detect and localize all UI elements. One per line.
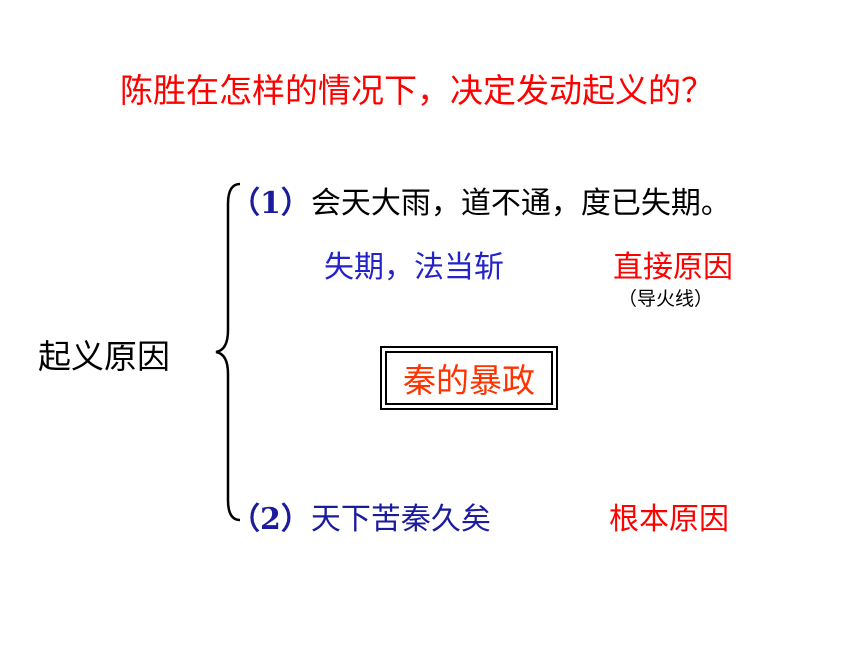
direct-cause-label: 直接原因: [613, 250, 733, 285]
curly-brace: [215, 182, 241, 522]
sub-phrase-1: 失期，法当斩: [324, 250, 504, 285]
boxed-text-frame: 秦的暴政: [380, 346, 558, 410]
cause-item-2: （2）天下苦秦久矣: [230, 494, 491, 538]
item-number-1: （1）: [230, 186, 311, 221]
root-cause-label: 根本原因: [609, 502, 729, 537]
item-number-2: （2）: [230, 502, 311, 537]
item-text-1: 会天大雨，道不通，度已失期。: [310, 186, 731, 221]
boxed-text-inner-frame: 秦的暴政: [385, 351, 553, 405]
fuse-note: （导火线）: [618, 288, 714, 310]
question-title: 陈胜在怎样的情况下，决定发动起义的？: [120, 71, 714, 110]
boxed-text: 秦的暴政: [403, 361, 535, 400]
cause-item-1: （1）会天大雨，道不通，度已失期。: [230, 178, 731, 222]
item-text-2: 天下苦秦久矣: [310, 502, 491, 537]
topic-label: 起义原因: [38, 337, 170, 376]
